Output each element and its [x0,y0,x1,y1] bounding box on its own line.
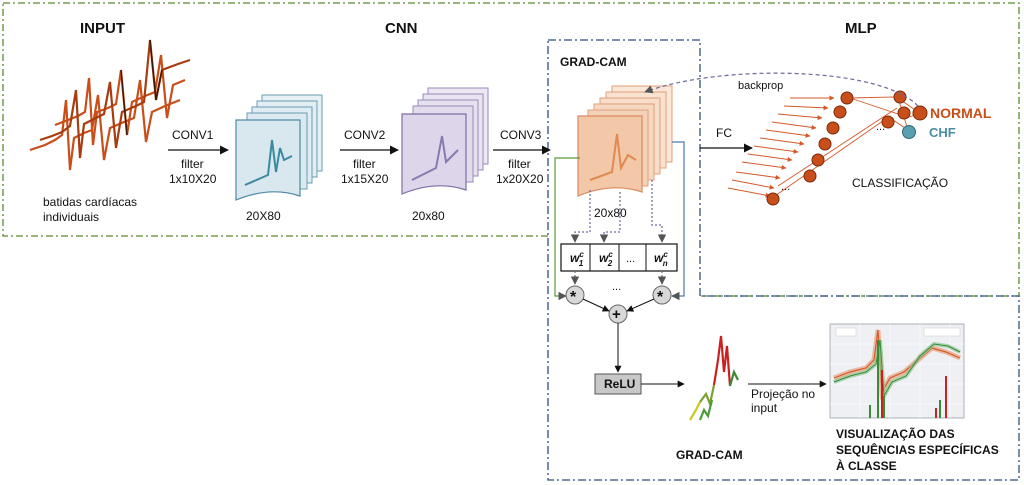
gradcam-box-heading: GRAD-CAM [560,55,627,69]
mlp-layer1-neurons [766,91,854,206]
normal-class-label: NORMAL [930,105,992,121]
conv3-size: 1x20X20 [496,172,544,186]
conv3-map-size: 20x80 [594,206,627,220]
conv2-name: CONV2 [344,128,386,142]
projection-label-line1: Projeção no [751,387,815,401]
gradcam-region [547,39,1020,481]
visualization-caption-line1: VISUALIZAÇÃO DAS [836,426,955,441]
mlp-heading: MLP [845,20,877,37]
class-sequence-visualization [829,323,965,419]
multiply-node-n [652,285,672,305]
conv1-name: CONV1 [172,128,214,142]
input-heading: INPUT [80,20,125,37]
projection-label-line2: input [751,401,778,415]
visualization-caption-line2: SEQUÊNCIAS ESPECÍFICAS [836,442,999,457]
input-caption-line2: individuais [43,210,99,224]
feature-map-link-blue [671,141,685,301]
input-ecg-dark [120,39,163,136]
fc-label: FC [716,126,732,140]
conv3-name: CONV3 [500,128,542,142]
multiply-node-1 [565,285,585,305]
cnn-mlp-region [2,2,1020,297]
gradient-dotted-links [570,180,667,243]
conv2-size: 1x15X20 [341,172,389,186]
gradcam-output-label: GRAD-CAM [676,448,743,462]
chf-output-neuron [902,125,916,139]
cnn-heading: CNN [385,20,418,37]
sum-symbol: + [612,306,621,323]
conv1-map-size: 20X80 [246,209,281,223]
multiply-symbol-n: * [657,289,664,306]
feature-map-link-green [554,157,580,301]
gradcam-heatmap [689,335,739,421]
classification-label: CLASSIFICAÇÃO [852,176,948,190]
mlp-layer2-ellipsis: ... [876,121,885,133]
mult1-to-sum [582,298,610,312]
backprop-arrow [644,72,919,107]
conv2-filter: filter [353,157,376,171]
multn-to-sum [626,298,655,312]
multiply-symbol-1: * [570,289,577,306]
multiply-ellipsis: ... [612,281,621,293]
input-ecg-beats [29,39,191,171]
relu-label: ReLU [604,377,635,391]
chf-class-label: CHF [929,125,956,140]
mlp-layer2-neurons [881,90,911,129]
conv3-feature-maps [577,85,673,197]
conv3-filter: filter [508,157,531,171]
visualization-caption-line3: À CLASSE [836,458,897,473]
conv2-map-size: 20x80 [412,209,445,223]
conv1-feature-maps [235,94,323,201]
conv2-feature-maps [401,87,489,195]
conv1-size: 1x10X20 [169,172,217,186]
backprop-label: backprop [738,80,783,92]
mlp-input-arrows [727,95,835,198]
conv1-filter: filter [181,157,204,171]
input-caption-line1: batidas cardíacas [43,195,137,209]
weight-ellipsis: ... [626,253,635,265]
weights-box [560,243,678,272]
normal-output-neuron [912,105,928,121]
mlp-layer1-ellipsis: ... [781,181,790,193]
